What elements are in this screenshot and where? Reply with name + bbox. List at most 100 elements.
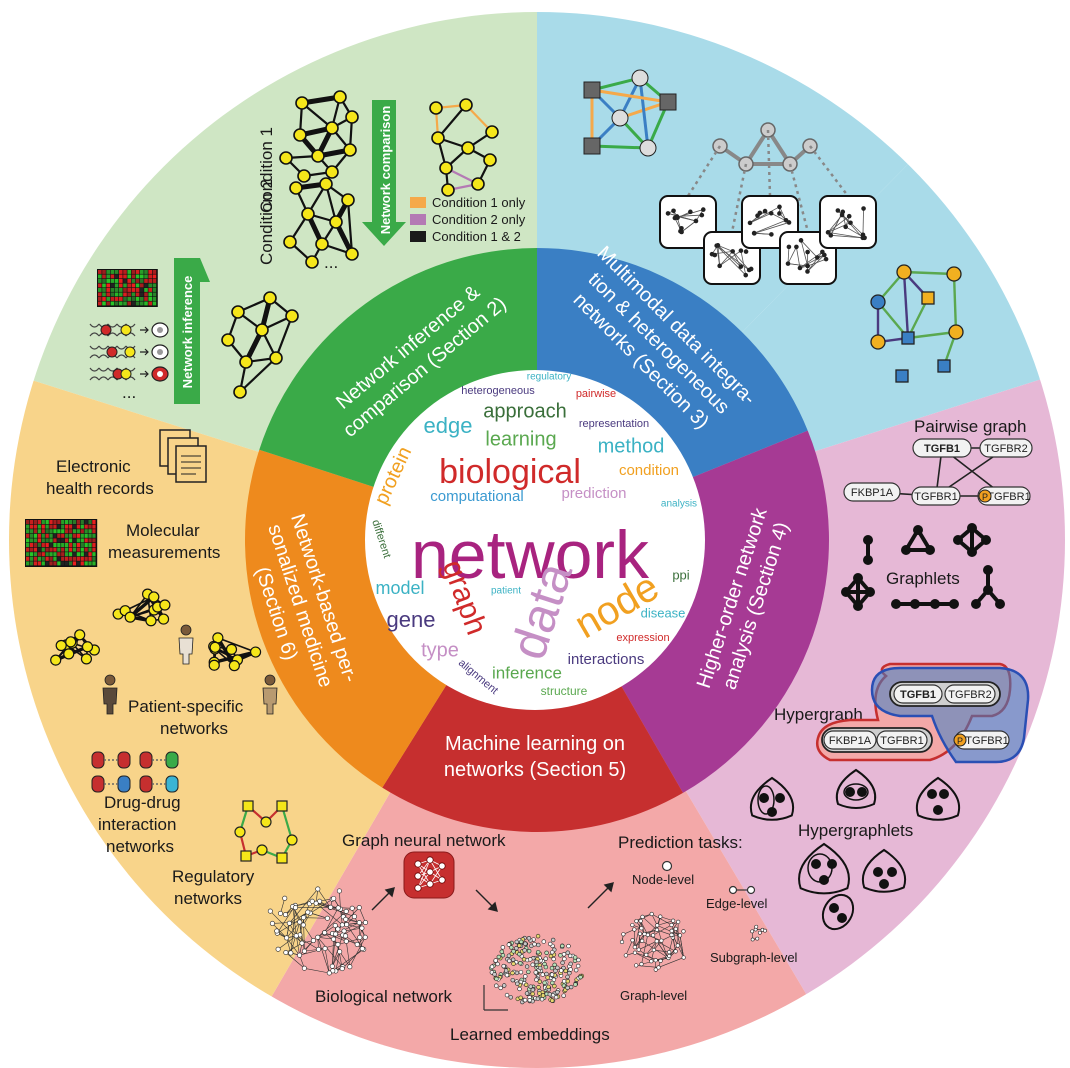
net-edge <box>668 945 678 957</box>
net-node <box>288 950 294 956</box>
embedding-point <box>526 969 531 975</box>
net-node <box>341 928 347 934</box>
net-node <box>331 895 337 901</box>
heatmap-cell <box>76 552 80 557</box>
condition-2-network <box>283 177 359 269</box>
heatmap-cell <box>57 543 61 547</box>
biological-network-label: Biological network <box>315 987 453 1006</box>
heatmap-cell <box>68 524 73 529</box>
multimodal-panel <box>583 69 964 383</box>
embedding-point <box>563 968 568 974</box>
person-body <box>178 637 194 665</box>
heatmap-cell <box>49 547 53 552</box>
net-edge <box>339 890 341 910</box>
heatmap-cell <box>37 520 41 524</box>
graphlet-node <box>971 599 981 609</box>
patient-net-node <box>148 591 160 603</box>
net-node <box>331 936 337 942</box>
heatmap-cell <box>140 301 144 306</box>
subnetwork-node <box>843 224 848 230</box>
word-inference: inference <box>492 663 562 682</box>
heatmap-cell <box>29 543 34 547</box>
learned-embeddings-cloud <box>488 933 585 1005</box>
gnn-link <box>417 859 431 889</box>
heatmap-cell <box>33 520 38 524</box>
net-node <box>676 919 681 924</box>
heatmap-cell <box>123 297 127 301</box>
net-edge <box>342 922 366 936</box>
embedding-point <box>504 972 510 978</box>
ml-panel: Graph neural network Prediction tasks: N… <box>267 831 798 1044</box>
heatmap-cell <box>148 270 152 274</box>
embedding-point <box>506 942 512 947</box>
net-node <box>292 905 298 911</box>
net-node <box>356 905 362 911</box>
subnetwork-node <box>768 210 774 216</box>
embedding-point <box>532 942 537 947</box>
net-node <box>653 958 658 963</box>
heatmap-cell <box>123 270 127 274</box>
heatmap-cell <box>98 297 102 301</box>
heatmap-cell <box>37 529 41 534</box>
subnetwork-edge <box>795 246 801 269</box>
heatmap-cell <box>88 520 92 524</box>
heatmap-cell <box>102 297 106 301</box>
heatmap-cell <box>92 520 96 524</box>
node <box>341 193 355 207</box>
node <box>233 385 247 399</box>
heatmap-cell <box>84 524 88 529</box>
phospho-badge <box>953 733 967 747</box>
regulatory-icon <box>234 800 298 864</box>
subnetwork-edge <box>787 246 790 264</box>
net-node <box>632 945 637 950</box>
word-patient: patient <box>491 586 521 597</box>
net-node <box>639 926 644 931</box>
embedding-point <box>543 956 548 961</box>
net-node <box>301 965 307 971</box>
heatmap-cell <box>57 529 61 534</box>
net-edge <box>286 937 300 956</box>
net-edge <box>341 948 363 969</box>
heatmap-cell <box>26 524 30 529</box>
heatmap-cell <box>131 297 136 301</box>
node <box>461 141 475 155</box>
biological-network <box>267 886 368 976</box>
embedding-point <box>565 974 570 980</box>
word-prediction: prediction <box>561 485 626 502</box>
heatmap-cell <box>88 543 92 547</box>
heatmap-cell <box>37 552 41 557</box>
heatmap-cell <box>65 538 69 543</box>
heatmap-cell <box>92 543 96 547</box>
heatmap-cell <box>110 274 115 279</box>
embedding-point <box>535 996 541 1001</box>
heatmap-cell <box>65 520 69 524</box>
heatmap-cell <box>114 292 119 297</box>
net-node <box>339 922 345 928</box>
heatmap-cell <box>65 524 69 529</box>
heatmap-cell <box>98 288 102 292</box>
node <box>311 149 325 163</box>
heatmap-cell <box>80 556 84 561</box>
net-node <box>315 934 321 940</box>
heatmap-cell <box>123 279 127 283</box>
heatmap-cell <box>140 288 144 292</box>
heatmap-cell <box>45 524 49 529</box>
net-node <box>653 967 658 972</box>
word-cloud: networkbiologicaldatanodegraphapproached… <box>369 372 697 699</box>
flow-arrows <box>371 882 614 912</box>
net-node <box>328 904 334 910</box>
node <box>221 333 235 347</box>
node <box>485 125 499 139</box>
embedding-point <box>510 977 515 983</box>
heatmap-cell <box>135 288 140 292</box>
hyperedge-outline <box>835 768 877 809</box>
net-edge <box>304 967 330 974</box>
subnetwork-node <box>751 230 757 236</box>
node <box>255 323 269 337</box>
net-edge <box>317 933 333 938</box>
multiplex-edge <box>591 144 649 150</box>
graphlet-node <box>863 555 873 565</box>
net-node <box>630 922 635 928</box>
heatmap-cell <box>123 274 127 279</box>
heatmap-cell <box>45 538 49 543</box>
